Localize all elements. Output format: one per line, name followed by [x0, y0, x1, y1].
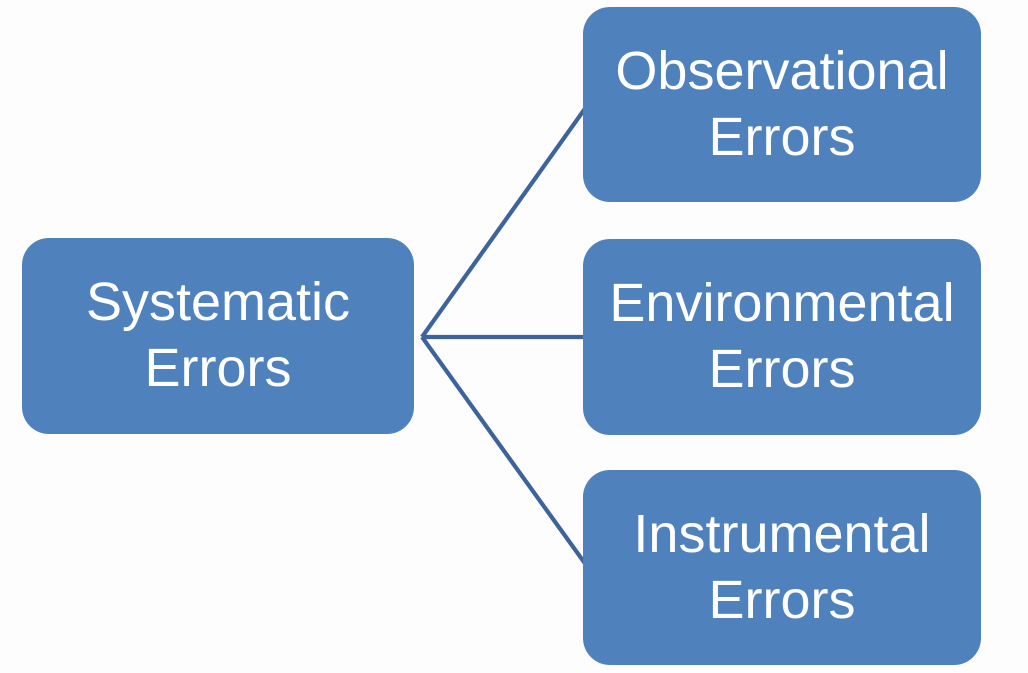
connector-to-observational	[420, 101, 591, 339]
node-environmental-errors: Environmental Errors	[583, 239, 981, 435]
node-label: Environmental Errors	[609, 273, 955, 399]
connector-to-instrumental	[420, 335, 591, 571]
node-observational-errors: Observational Errors	[583, 7, 981, 202]
node-instrumental-errors: Instrumental Errors	[583, 470, 981, 665]
node-systematic-errors: Systematic Errors	[22, 238, 414, 434]
node-label: Instrumental Errors	[633, 503, 931, 630]
node-label: Systematic Errors	[85, 272, 351, 398]
node-label: Observational Errors	[615, 40, 949, 167]
